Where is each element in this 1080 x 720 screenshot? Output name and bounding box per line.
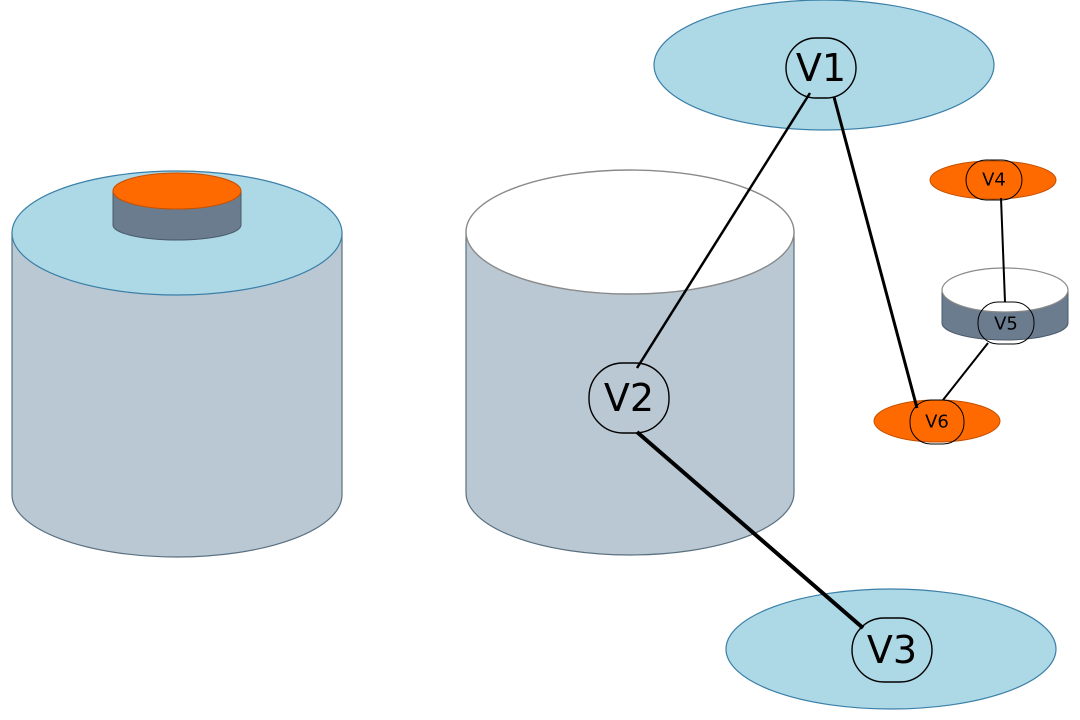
node-v6-label: V6	[925, 412, 949, 433]
node-v1-circle	[785, 37, 857, 99]
node-v2-circle	[588, 362, 670, 434]
left-small-disk-top	[112, 172, 242, 210]
left-cylinder	[11, 170, 343, 558]
edge-v1-v2	[635, 92, 812, 369]
node-v1-label: V1	[796, 46, 846, 90]
left-cylinder-body	[11, 232, 343, 558]
left-small-disk	[112, 172, 242, 241]
node-v6: V6	[909, 399, 965, 445]
node-v4-circle	[965, 159, 1023, 201]
top-blue-region	[653, 0, 995, 131]
node-v3-label: V3	[867, 628, 917, 672]
node-v5-label: V5	[994, 314, 1018, 335]
node-v6-circle	[909, 399, 965, 445]
node-v5: V5	[977, 301, 1035, 345]
node-v4-label: V4	[982, 170, 1006, 191]
bottom-blue-region	[725, 588, 1057, 710]
middle-cylinder-top	[465, 169, 795, 295]
middle-cylinder-body	[465, 231, 795, 556]
node-v4: V4	[965, 159, 1023, 201]
v4-orange-disk	[929, 160, 1057, 200]
middle-cylinder	[465, 169, 795, 556]
edge-v2-v3	[635, 430, 865, 630]
node-v3-circle	[851, 617, 933, 683]
edge-v5-v6	[942, 342, 989, 401]
edge-v4-v5	[1000, 197, 1006, 303]
node-v2-label: V2	[604, 376, 654, 420]
node-v2: V2	[588, 362, 670, 434]
node-v3: V3	[851, 617, 933, 683]
edge-v1-v6	[832, 96, 919, 409]
v5-small-cylinder	[941, 267, 1069, 341]
node-v5-circle	[977, 301, 1035, 345]
node-v1: V1	[785, 37, 857, 99]
